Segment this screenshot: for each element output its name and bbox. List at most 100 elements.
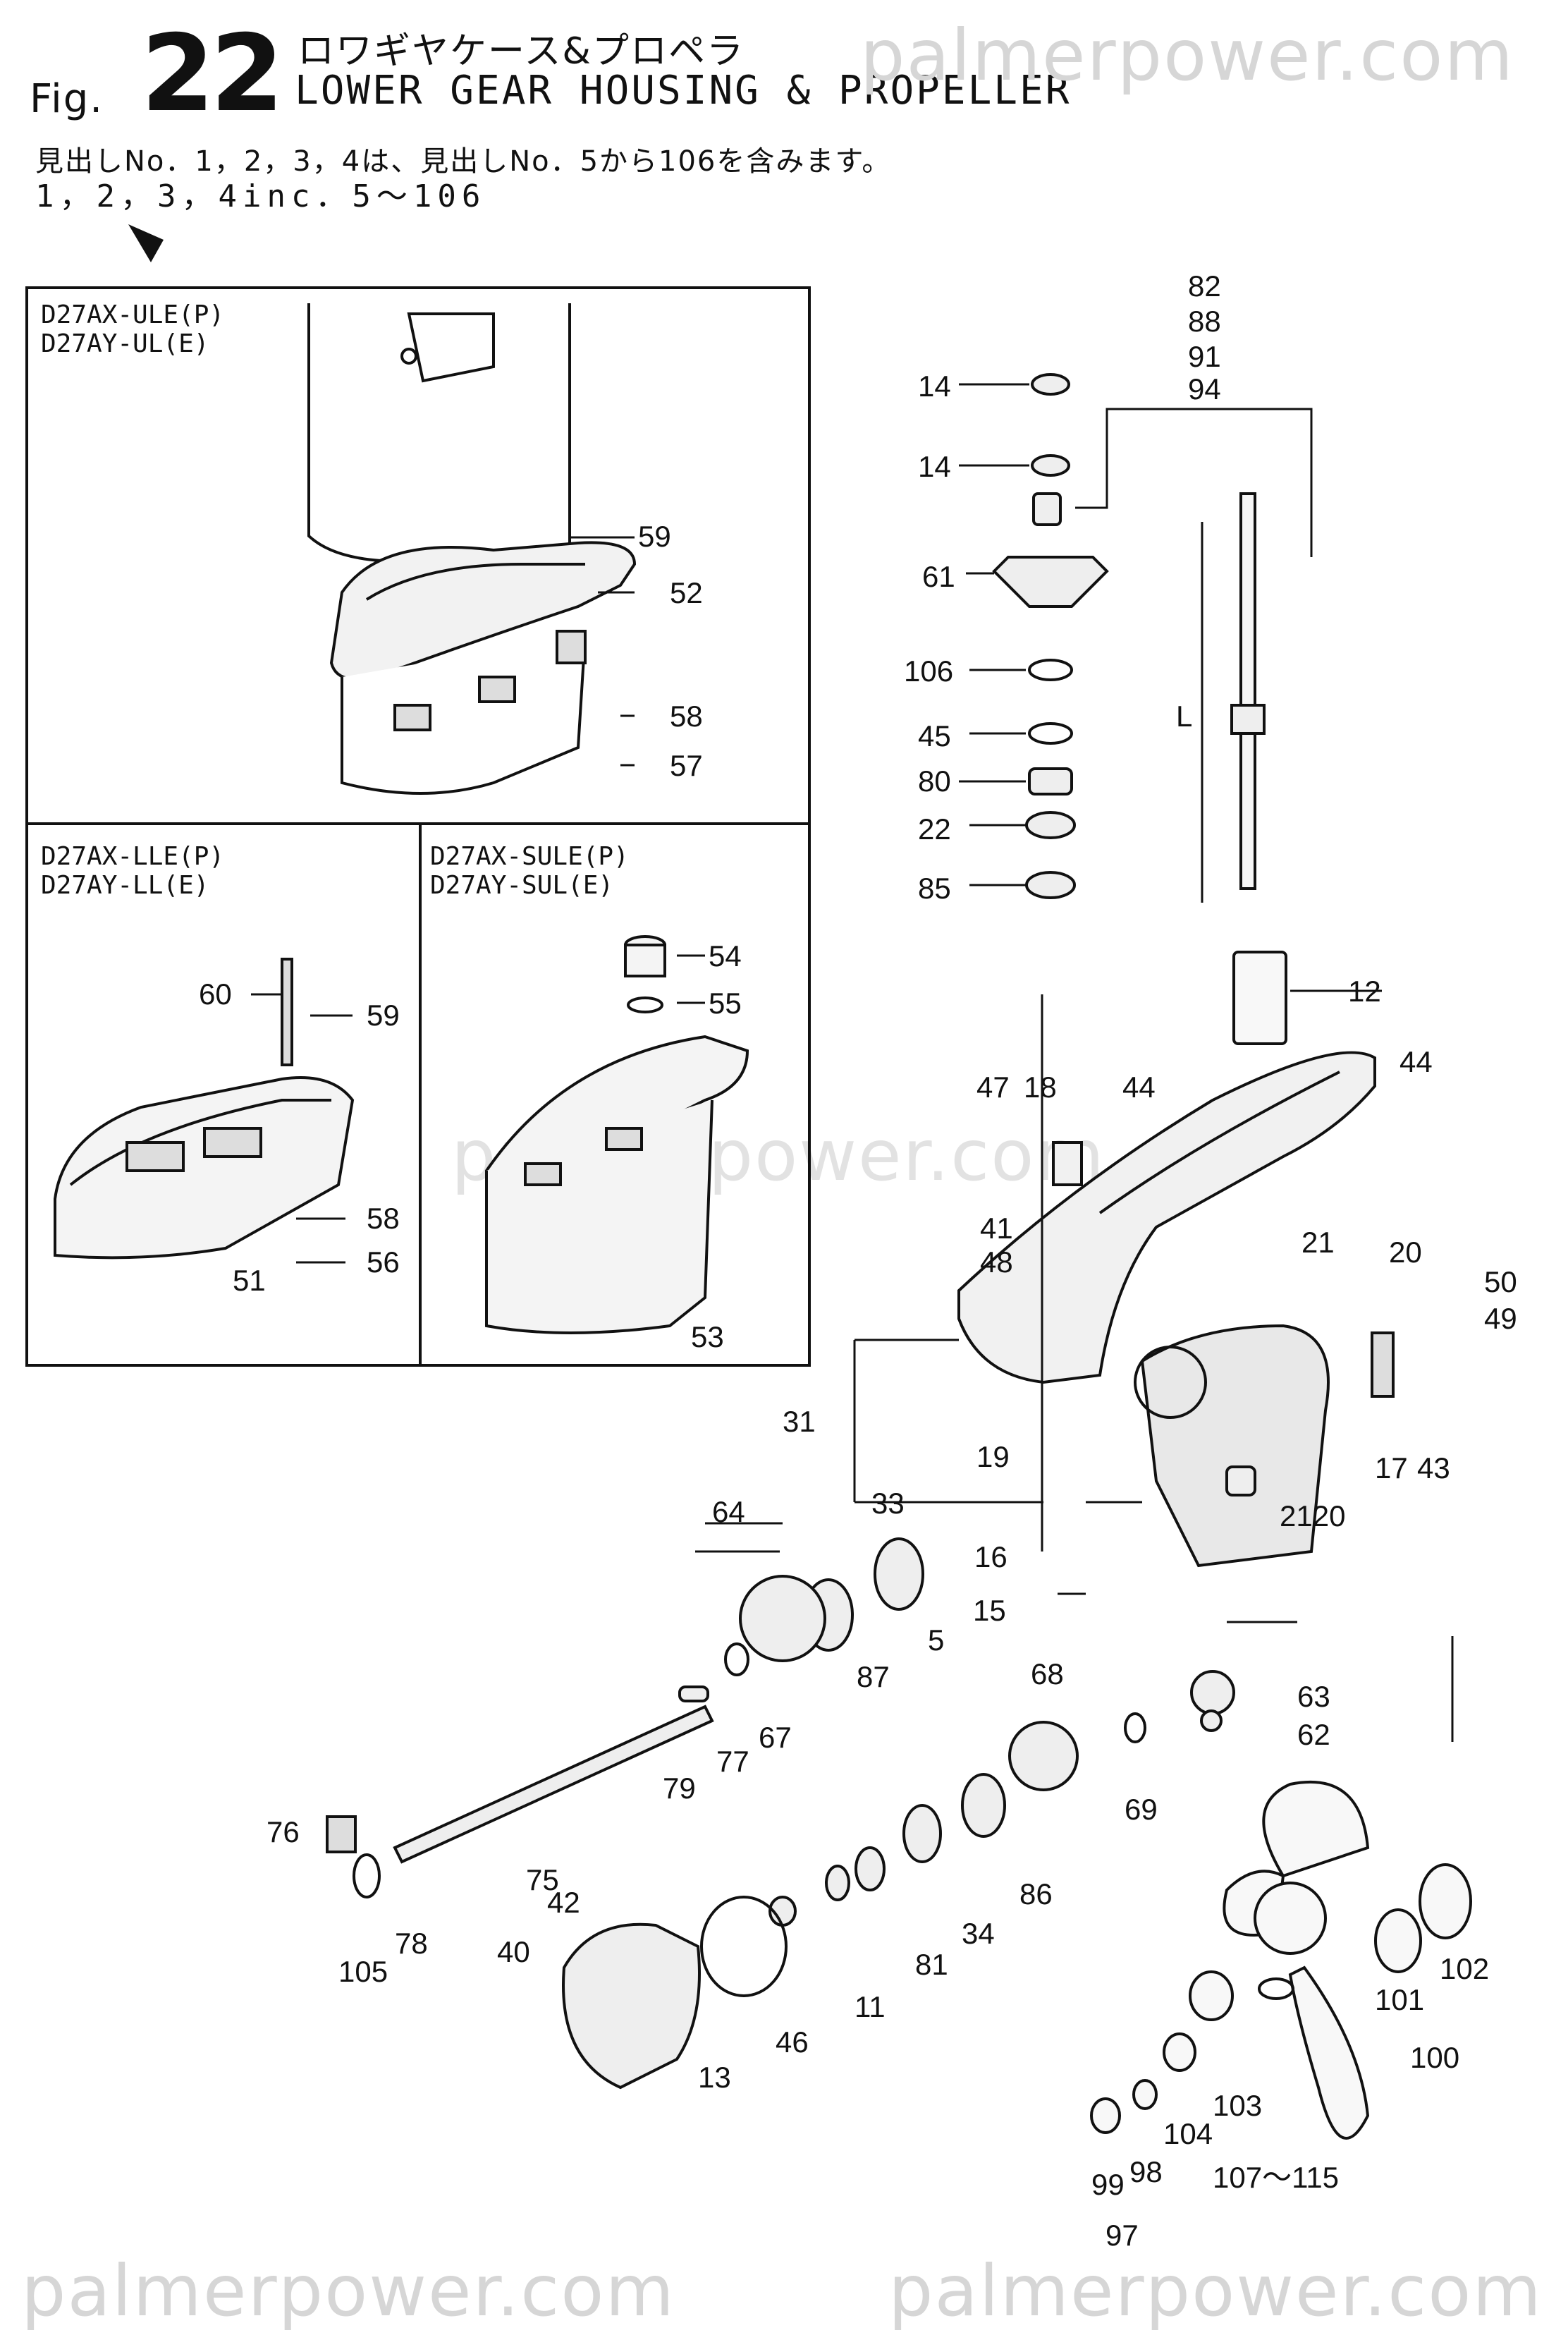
part-label-21a: 21	[1301, 1226, 1335, 1259]
part-label-31: 31	[783, 1405, 816, 1438]
part-label-54: 54	[709, 939, 742, 973]
part-label-68: 68	[1031, 1657, 1064, 1690]
part-label-63: 63	[1297, 1680, 1330, 1713]
lower-right-box-models: D27AX-SULE(P) D27AY-SUL(E)	[430, 842, 629, 901]
part-label-42: 42	[547, 1886, 580, 1919]
part-label-101: 101	[1375, 1983, 1424, 2016]
part-label-80: 80	[918, 764, 951, 798]
title-english: LOWER GEAR HOUSING & PROPELLER	[295, 68, 1072, 114]
watermark-top: palmerpower.com	[860, 14, 1514, 97]
part-label-99: 99	[1091, 2168, 1125, 2201]
part-label-59b: 59	[367, 999, 400, 1032]
note-english: 1，2，3，4inc．5～106	[35, 178, 486, 214]
model-line: D27AY-UL(E)	[41, 329, 209, 359]
part-label-46: 46	[776, 2025, 809, 2059]
part-label-52: 52	[670, 576, 703, 609]
part-label-105: 105	[338, 1955, 388, 1988]
part-label-14a: 14	[918, 370, 951, 403]
part-label-47: 47	[976, 1071, 1010, 1104]
propeller-shaft-parts	[326, 1465, 1256, 2090]
part-label-16: 16	[974, 1540, 1007, 1573]
lower-right-variant-drawing	[484, 935, 749, 1334]
part-label-17: 17	[1375, 1451, 1408, 1485]
upper-variant-drawing	[307, 303, 637, 795]
part-label-69: 69	[1125, 1793, 1158, 1826]
propeller	[1090, 1780, 1472, 2140]
part-label-45: 45	[918, 719, 951, 752]
part-label-18: 18	[1024, 1071, 1057, 1104]
model-line: D27AX-LLE(P)	[41, 842, 225, 871]
title-japanese: ロワギヤケース&プロペラ	[298, 30, 745, 73]
part-label-43: 43	[1417, 1451, 1450, 1485]
part-label-81: 81	[915, 1948, 948, 1981]
part-label-60: 60	[199, 977, 232, 1011]
figure-number: 22	[141, 13, 284, 135]
part-label-87: 87	[857, 1660, 890, 1693]
upper-box-models: D27AX-ULE(P) D27AY-UL(E)	[41, 300, 224, 359]
part-label-64: 64	[712, 1495, 745, 1528]
watermark-bottom-left: palmerpower.com	[21, 2250, 675, 2332]
part-label-98: 98	[1129, 2155, 1163, 2188]
part-label-33: 33	[871, 1487, 905, 1520]
part-label-106: 106	[904, 654, 953, 688]
drive-shaft-parts	[992, 373, 1287, 1045]
part-label-L: L	[1176, 700, 1192, 733]
part-label-19: 19	[976, 1440, 1010, 1473]
part-label-13: 13	[698, 2061, 731, 2094]
figure-prefix: Fig.	[30, 76, 104, 122]
part-label-102: 102	[1440, 1952, 1489, 1985]
part-label-44b: 44	[1122, 1071, 1156, 1104]
part-label-55: 55	[709, 987, 742, 1020]
watermark-bottom-right: palmerpower.com	[888, 2250, 1543, 2332]
part-label-50: 50	[1484, 1265, 1517, 1298]
part-label-75: 75	[526, 1863, 559, 1896]
part-label-2120: 2120	[1280, 1499, 1345, 1532]
part-label-20a: 20	[1389, 1236, 1422, 1269]
part-label-44a: 44	[1399, 1045, 1433, 1078]
part-label-67: 67	[759, 1721, 792, 1754]
part-label-56: 56	[367, 1245, 400, 1279]
part-label-41: 41	[980, 1212, 1013, 1245]
part-label-104: 104	[1163, 2117, 1213, 2150]
part-label-100: 100	[1410, 2041, 1459, 2074]
pointer-arrow-icon	[128, 224, 164, 262]
part-label-58a: 58	[670, 700, 703, 733]
part-label-59a: 59	[638, 520, 671, 553]
part-label-94: 94	[1188, 372, 1221, 406]
part-label-34: 34	[962, 1917, 995, 1950]
part-label-85: 85	[918, 872, 951, 905]
part-label-97: 97	[1105, 2219, 1139, 2252]
variant-boxes	[25, 286, 811, 1367]
part-label-62: 62	[1297, 1718, 1330, 1751]
part-label-14b: 14	[918, 450, 951, 483]
part-label-57: 57	[670, 749, 703, 782]
part-label-12: 12	[1348, 975, 1381, 1008]
model-line: D27AY-SUL(E)	[430, 871, 614, 901]
part-label-53: 53	[691, 1320, 724, 1353]
part-label-22: 22	[918, 812, 951, 846]
part-label-103: 103	[1213, 2089, 1262, 2122]
part-label-58b: 58	[367, 1202, 400, 1235]
part-label-61: 61	[922, 560, 955, 593]
part-label-51: 51	[233, 1264, 266, 1297]
model-line: D27AY-LL(E)	[41, 871, 209, 901]
part-label-15: 15	[973, 1594, 1006, 1627]
part-label-91: 91	[1188, 340, 1221, 373]
leader-lines	[251, 383, 1454, 1742]
part-label-79: 79	[663, 1772, 696, 1805]
part-label-82: 82	[1188, 269, 1221, 303]
part-label-86: 86	[1019, 1877, 1053, 1910]
part-label-78: 78	[395, 1927, 428, 1960]
model-line: D27AX-ULE(P)	[41, 300, 225, 329]
part-label-40: 40	[497, 1935, 530, 1968]
lower-gear-housing	[957, 1051, 1395, 1568]
part-label-107: 107～115	[1213, 2161, 1339, 2194]
part-label-88: 88	[1188, 305, 1221, 338]
lower-left-box-models: D27AX-LLE(P) D27AY-LL(E)	[41, 842, 224, 901]
part-label-5: 5	[928, 1623, 944, 1657]
part-label-49: 49	[1484, 1302, 1517, 1335]
lower-left-variant-drawing	[54, 958, 355, 1260]
note-japanese: 見出しNo．1，2，3，4は、見出しNo．5から106を含みます。	[35, 145, 892, 178]
